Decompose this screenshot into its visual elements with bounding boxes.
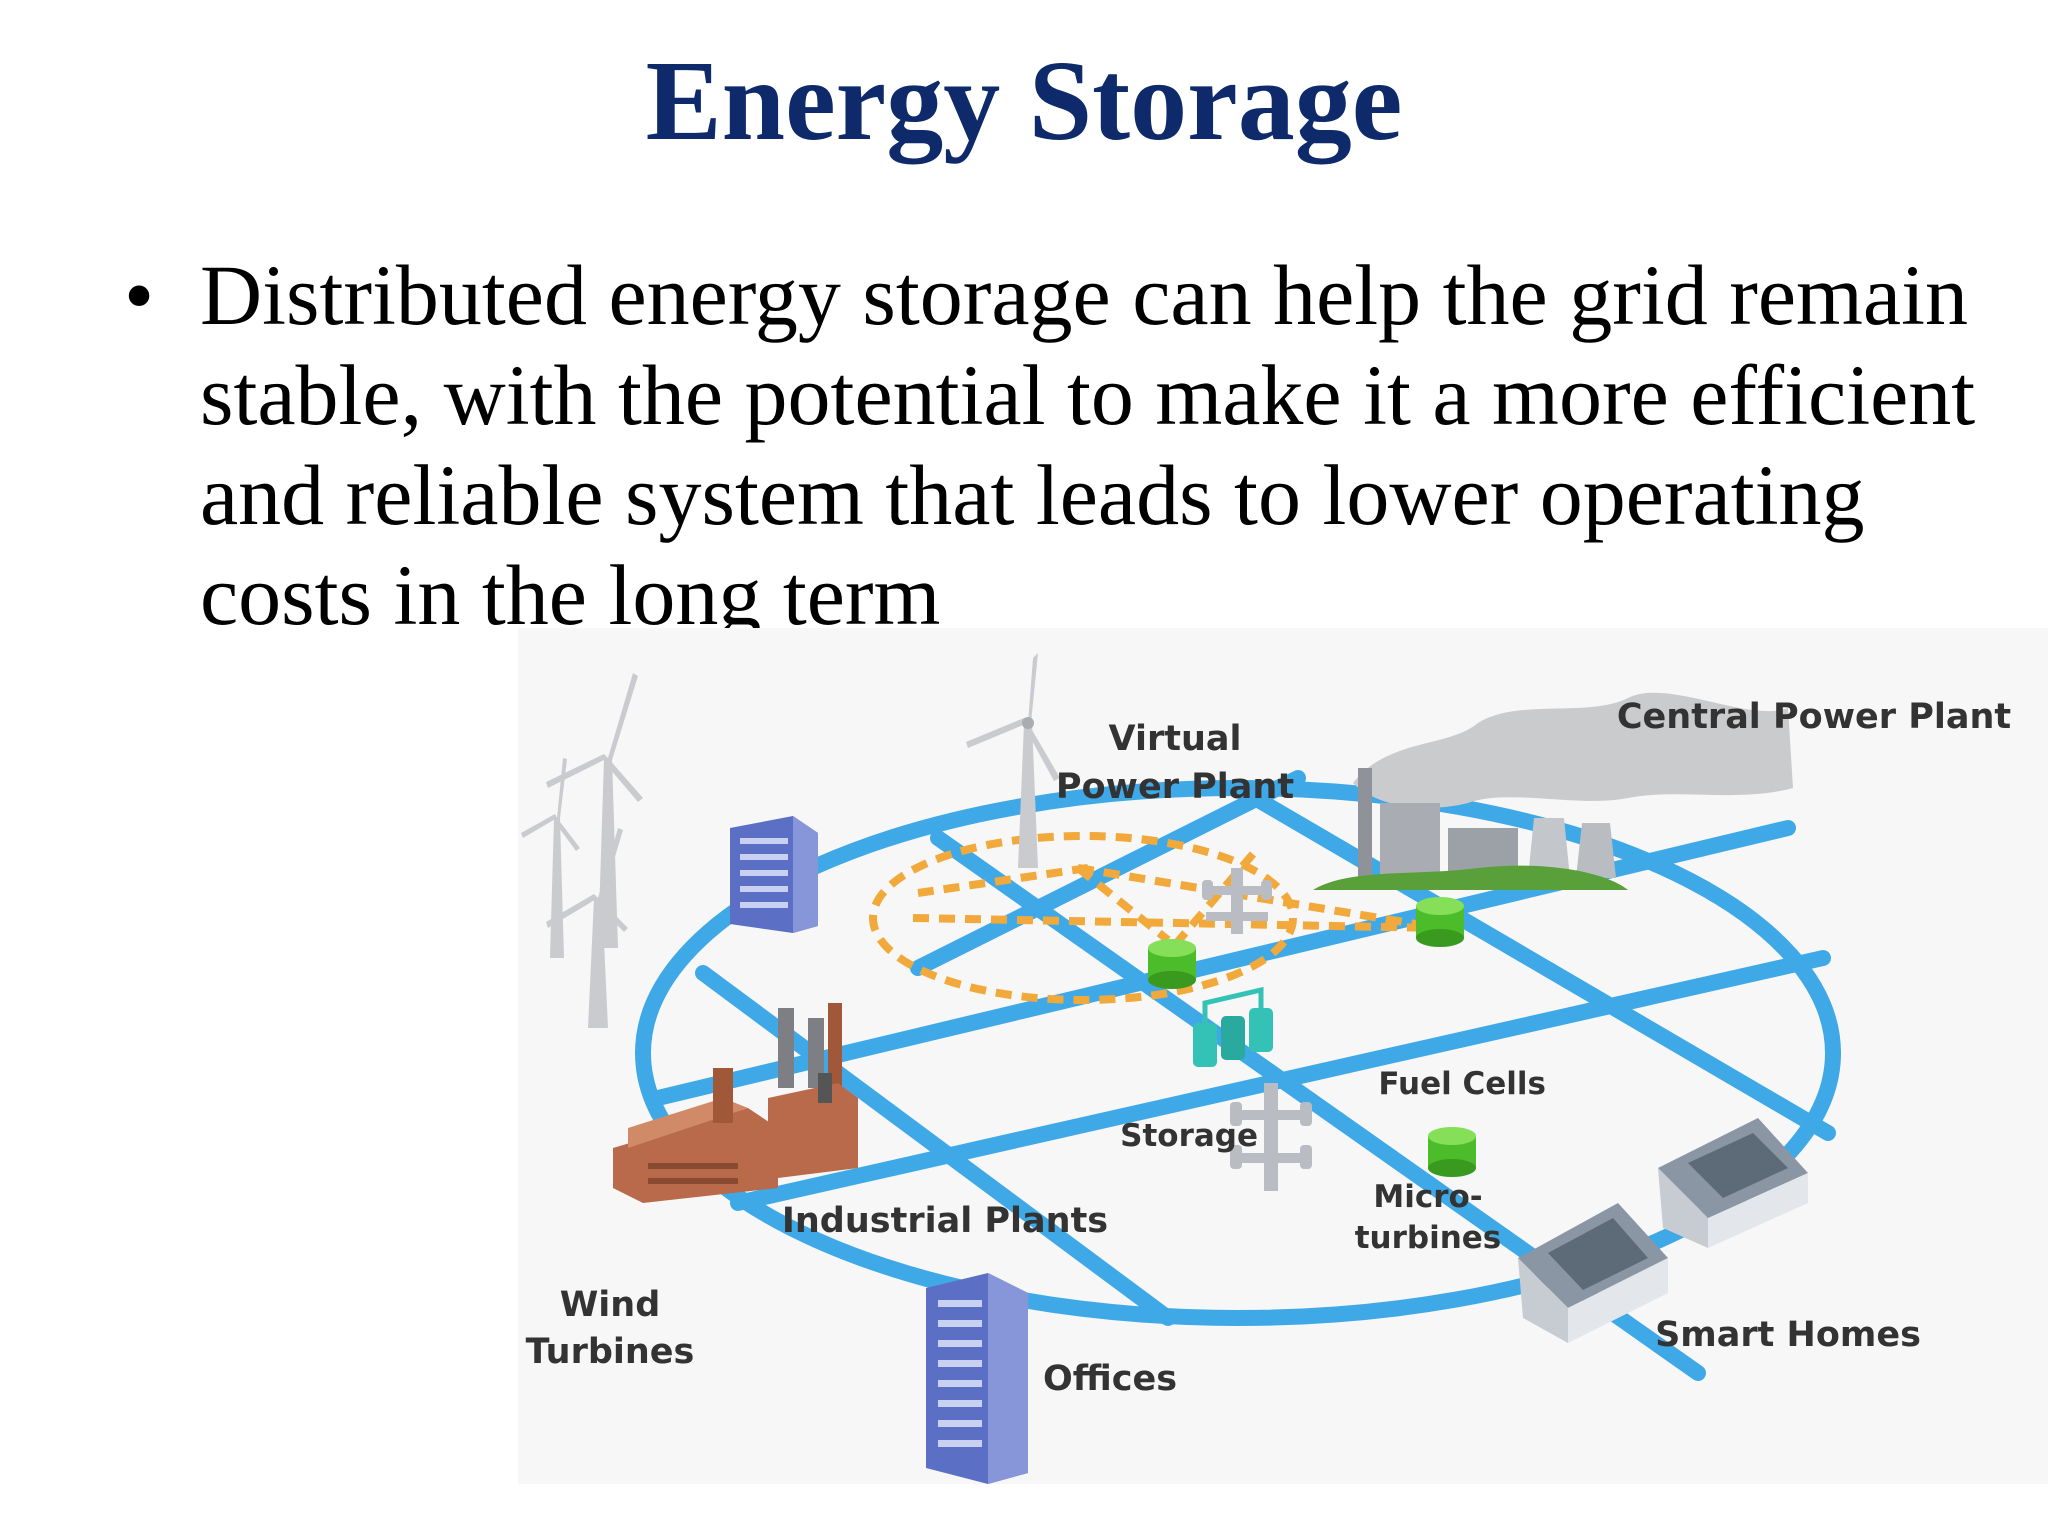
- bullet-text: Distributed energy storage can help the …: [200, 247, 1976, 643]
- smart-homes-icon: [1518, 1118, 1808, 1343]
- label-virtual-power-plant: Virtual: [1109, 719, 1242, 759]
- diagram-labels: Virtual Power Plant Central Power Plant …: [526, 697, 2012, 1399]
- industrial-plants-icon: [613, 1003, 858, 1203]
- microturbine-node: [1428, 1127, 1476, 1177]
- slide-title: Energy Storage: [645, 37, 1403, 164]
- grid-line: [1230, 780, 1836, 1141]
- storage-icon: [1230, 1083, 1312, 1191]
- label-smart-homes: Smart Homes: [1655, 1315, 1921, 1355]
- grid-nodes: [1148, 897, 1476, 1177]
- storage-icon-upper: [1202, 868, 1272, 934]
- wind-turbines-icon: [521, 673, 643, 1028]
- grid-line: [730, 950, 1831, 1211]
- label-central-power-plant: Central Power Plant: [1617, 697, 2011, 737]
- label-microturbines: Micro-: [1373, 1179, 1482, 1215]
- virtual-link-ring: [869, 832, 1297, 1004]
- virtual-link: [917, 864, 1089, 897]
- label-fuel-cells: Fuel Cells: [1378, 1066, 1546, 1102]
- label-wind-turbines: Wind: [560, 1285, 661, 1325]
- grid-node-2: [1416, 897, 1464, 947]
- label-storage: Storage: [1120, 1118, 1258, 1154]
- virtual-plant-building-icon: [730, 816, 818, 933]
- virtual-link: [1164, 851, 1257, 956]
- label-industrial-plants: Industrial Plants: [782, 1201, 1108, 1241]
- label-offices: Offices: [1043, 1359, 1177, 1399]
- offices-building-icon: [926, 1273, 1028, 1484]
- central-power-plant-icon: [1313, 692, 1793, 890]
- virtual-link: [912, 914, 1441, 932]
- label-wind-turbines-2: Turbines: [526, 1332, 695, 1372]
- virtual-link: [1075, 864, 1171, 944]
- virtual-wind-turbine-icon: [966, 653, 1060, 868]
- fuel-cells-icon: [1193, 986, 1273, 1067]
- label-microturbines-2: turbines: [1355, 1220, 1502, 1256]
- virtual-link: [1077, 864, 1441, 932]
- smart-grid-diagram: Virtual Power Plant Central Power Plant …: [518, 628, 2048, 1484]
- virtual-power-plant-links: [869, 832, 1441, 1004]
- label-virtual-power-plant-2: Power Plant: [1056, 767, 1294, 807]
- grid-node-1: [1148, 939, 1196, 989]
- bullet-marker: •: [124, 247, 155, 343]
